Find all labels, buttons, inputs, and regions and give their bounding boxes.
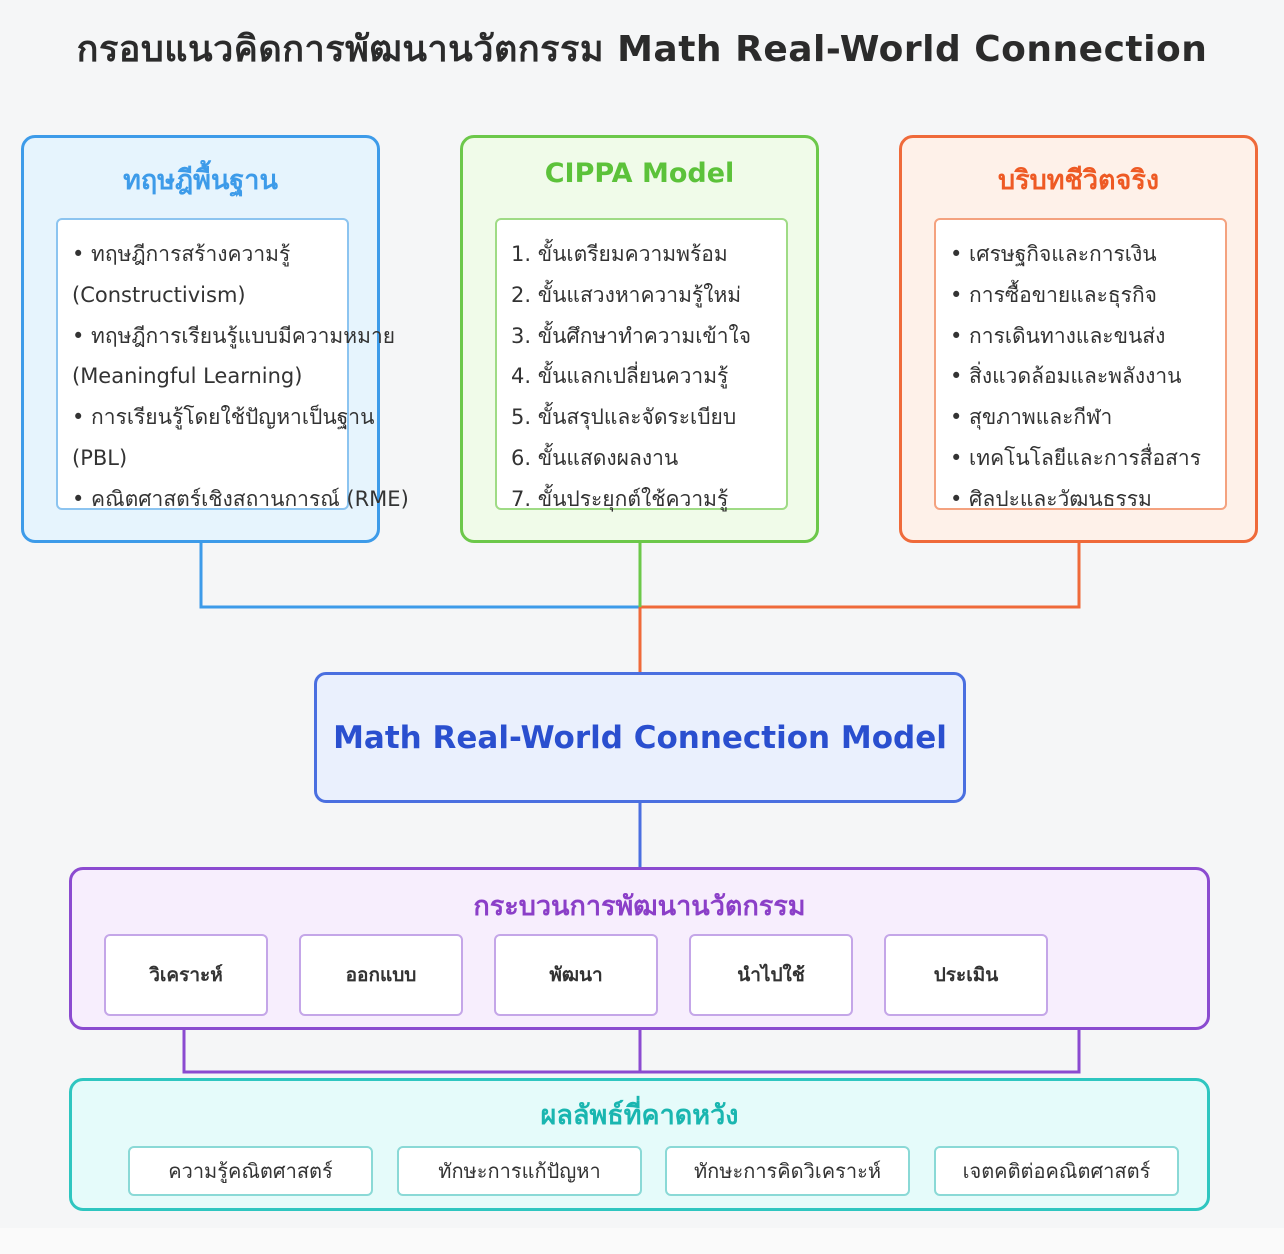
context-item: • การเดินทางและขนส่ง [950, 323, 1166, 348]
cippa-step: 4. ขั้นแลกเปลี่ยนความรู้ [511, 364, 729, 389]
theory-list-box: • ทฤษฎีการสร้างความรู้ (Constructivism) … [56, 218, 409, 511]
theory-item: • การเรียนรู้โดยใช้ปัญหาเป็นฐาน (PBL) [72, 405, 375, 470]
process-step-evaluate: ประเมิน [884, 934, 1048, 1016]
theory-item: • ทฤษฎีการเรียนรู้แบบมีความหมาย (Meaning… [72, 323, 396, 389]
process-step-implement: นำไปใช้ [689, 934, 853, 1016]
context-heading: บริบทชีวิตจริง [997, 165, 1160, 196]
cippa-panel: CIPPA Model 1. ขั้นเตรียมความพร้อม 2. ขั… [460, 135, 819, 543]
cippa-list-box: 1. ขั้นเตรียมความพร้อม 2. ขั้นแสวงหาความ… [495, 218, 788, 511]
context-item: • สิ่งแวดล้อมและพลังงาน [950, 364, 1182, 389]
context-item: • เศรษฐกิจและการเงิน [950, 242, 1157, 266]
connector-theory [199, 543, 640, 609]
theory-item: • ทฤษฎีการสร้างความรู้ (Constructivism) [72, 242, 291, 307]
context-item: • เทคโนโลยีและการสื่อสาร [950, 445, 1202, 470]
context-panel: บริบทชีวิตจริง • เศรษฐกิจและการเงิน • กา… [899, 135, 1258, 543]
process-step-design: ออกแบบ [299, 934, 463, 1016]
cippa-heading: CIPPA Model [544, 158, 735, 189]
cippa-step: 7. ขั้นประยุกต์ใช้ความรู้ [511, 486, 729, 511]
context-list-box: • เศรษฐกิจและการเงิน • การซื้อขายและธุรก… [934, 218, 1227, 511]
context-item: • ศิลปะและวัฒนธรรม [950, 486, 1152, 511]
theory-item: • คณิตศาสตร์เชิงสถานการณ์ (RME) [72, 486, 409, 511]
cippa-step: 6. ขั้นแสดงผลงาน [511, 445, 679, 470]
outcome-panel: ผลลัพธ์ที่คาดหวัง ความรู้คณิตศาสตร์ ทักษ… [69, 1078, 1210, 1211]
theory-heading: ทฤษฎีพื้นฐาน [123, 165, 278, 196]
context-item: • สุขภาพและกีฬา [950, 405, 1113, 430]
cippa-step: 2. ขั้นแสวงหาความรู้ใหม่ [511, 282, 742, 307]
process-panel: กระบวนการพัฒนานวัตกรรม วิเคราะห์ ออกแบบ … [69, 867, 1210, 1030]
context-item: • การซื้อขายและธุรกิจ [950, 282, 1157, 307]
connector-context [640, 543, 1081, 609]
cippa-step: 3. ขั้นศึกษาทำความเข้าใจ [511, 323, 752, 348]
process-step-develop: พัฒนา [494, 934, 658, 1016]
center-model-label: Math Real-World Connection Model [333, 719, 947, 756]
cippa-step: 5. ขั้นสรุปและจัดระเบียบ [511, 405, 737, 430]
outcome-item: ทักษะการคิดวิเคราะห์ [665, 1146, 910, 1196]
cippa-step: 1. ขั้นเตรียมความพร้อม [511, 242, 728, 266]
bottom-strip [0, 1228, 1284, 1254]
process-step-analyze: วิเคราะห์ [104, 934, 268, 1016]
center-model-box: Math Real-World Connection Model [314, 672, 966, 803]
outcome-heading: ผลลัพธ์ที่คาดหวัง [540, 1100, 739, 1131]
outcome-item: ความรู้คณิตศาสตร์ [128, 1146, 373, 1196]
outcome-item: เจตคติต่อคณิตศาสตร์ [934, 1146, 1179, 1196]
process-heading: กระบวนการพัฒนานวัตกรรม [473, 891, 806, 922]
outcome-item: ทักษะการแก้ปัญหา [397, 1146, 642, 1196]
page-title: กรอบแนวคิดการพัฒนานวัตกรรม Math Real-Wor… [76, 29, 1208, 70]
theory-panel: ทฤษฎีพื้นฐาน • ทฤษฎีการสร้างความรู้ (Con… [21, 135, 409, 543]
